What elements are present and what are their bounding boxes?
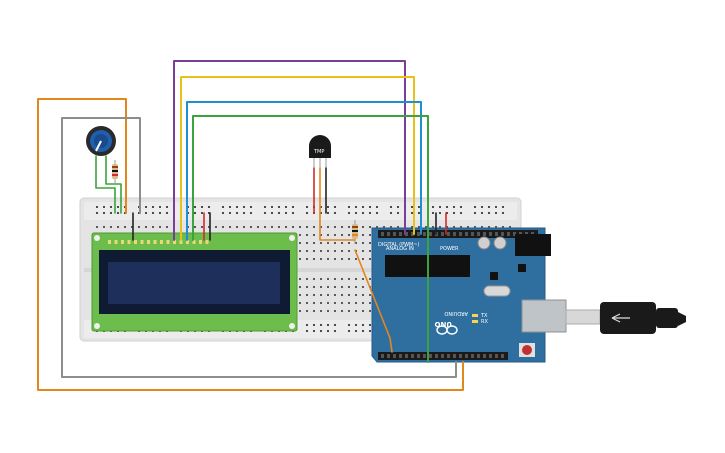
potentiometer-icon[interactable] <box>86 126 116 156</box>
wire-green <box>192 115 429 363</box>
wire-yellow <box>180 76 415 241</box>
usb-cable-icon[interactable] <box>565 302 686 334</box>
wire-green-pot <box>95 155 116 214</box>
top-header <box>378 230 538 238</box>
wire-orange-signal <box>354 249 393 353</box>
wires <box>37 60 464 391</box>
wire-blue <box>186 101 422 241</box>
analog-label: ANALOG IN <box>386 246 414 252</box>
wire-gray <box>61 117 457 378</box>
digital-label: DIGITAL (PWM~) <box>378 242 420 248</box>
arduino-logo-text: ARDUINO <box>444 310 468 316</box>
wire-orange-sensor <box>319 167 356 241</box>
power-jack <box>515 234 551 256</box>
arduino-infinity-icon <box>436 325 458 335</box>
wire-purple <box>173 60 406 241</box>
lcd-pin-header <box>108 240 209 244</box>
power-label: POWER <box>440 246 459 252</box>
reset-button-icon[interactable] <box>522 345 532 355</box>
crystal <box>483 285 511 297</box>
arduino-uno-board[interactable]: DIGITAL (PWM~) POWER ANALOG IN TX RX UNO… <box>371 227 567 363</box>
resistor-icon[interactable] <box>112 160 118 183</box>
temperature-sensor-icon[interactable]: TMP <box>309 135 331 168</box>
lcd-screen <box>108 262 280 304</box>
uno-logo-text: UNO <box>434 320 452 328</box>
rx-label: RX <box>481 319 488 325</box>
wire-green-pot-2 <box>105 155 122 214</box>
usb-port <box>521 299 567 333</box>
lcd-display[interactable] <box>91 232 298 332</box>
sensor-label: TMP <box>313 149 324 155</box>
tx-label: TX <box>480 313 488 319</box>
